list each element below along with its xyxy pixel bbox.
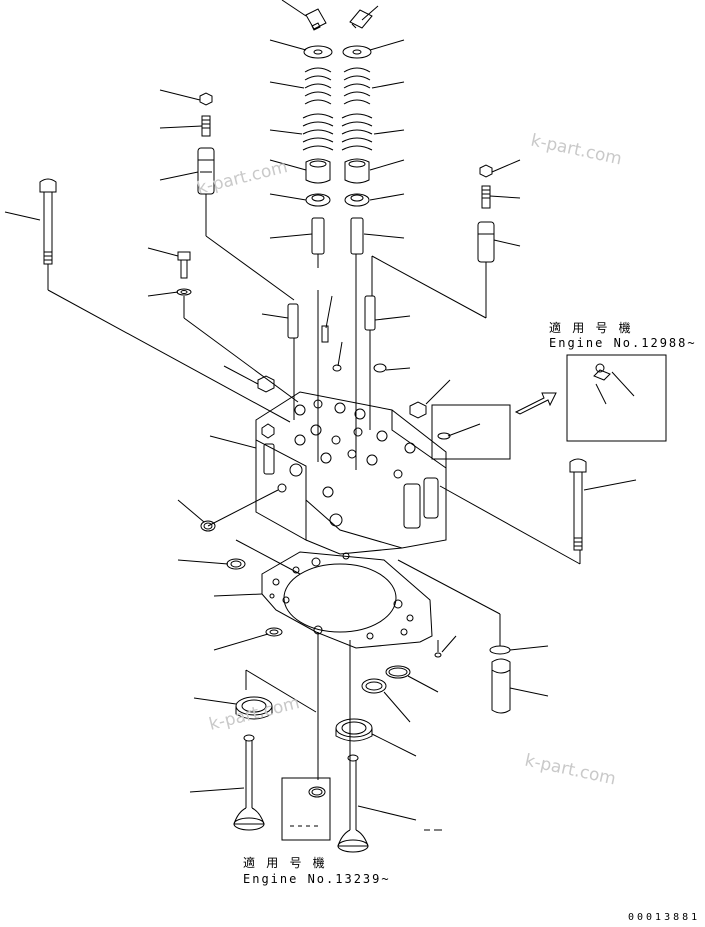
exhaust-valve xyxy=(337,754,369,853)
drawing-number: 00013881 xyxy=(628,912,701,923)
valve-train-right xyxy=(341,9,373,255)
detail-box-bottom xyxy=(281,777,331,841)
note-bottom-line1: 適 用 号 機 xyxy=(243,856,327,870)
head-bolt-left xyxy=(39,178,57,265)
cylinder-head xyxy=(255,391,447,555)
intake-valve xyxy=(233,734,265,831)
detail-box-top-right xyxy=(566,354,667,442)
seals-and-orings xyxy=(226,558,511,742)
leader-lines xyxy=(4,0,637,831)
detail-box-center xyxy=(431,404,511,460)
head-gasket xyxy=(261,551,433,649)
assembly-lines xyxy=(47,194,581,780)
note-bottom-line2: Engine No.13239~ xyxy=(243,872,391,886)
detail-arrow xyxy=(514,392,557,415)
small-bolt-and-washer xyxy=(176,251,192,296)
adjuster-set-right xyxy=(477,164,495,263)
head-bolt-right xyxy=(569,458,587,551)
note-top-right-line2: Engine No.12988~ xyxy=(549,336,697,350)
valve-train-left xyxy=(302,8,334,268)
note-top-right-line1: 適 用 号 機 xyxy=(549,321,633,335)
